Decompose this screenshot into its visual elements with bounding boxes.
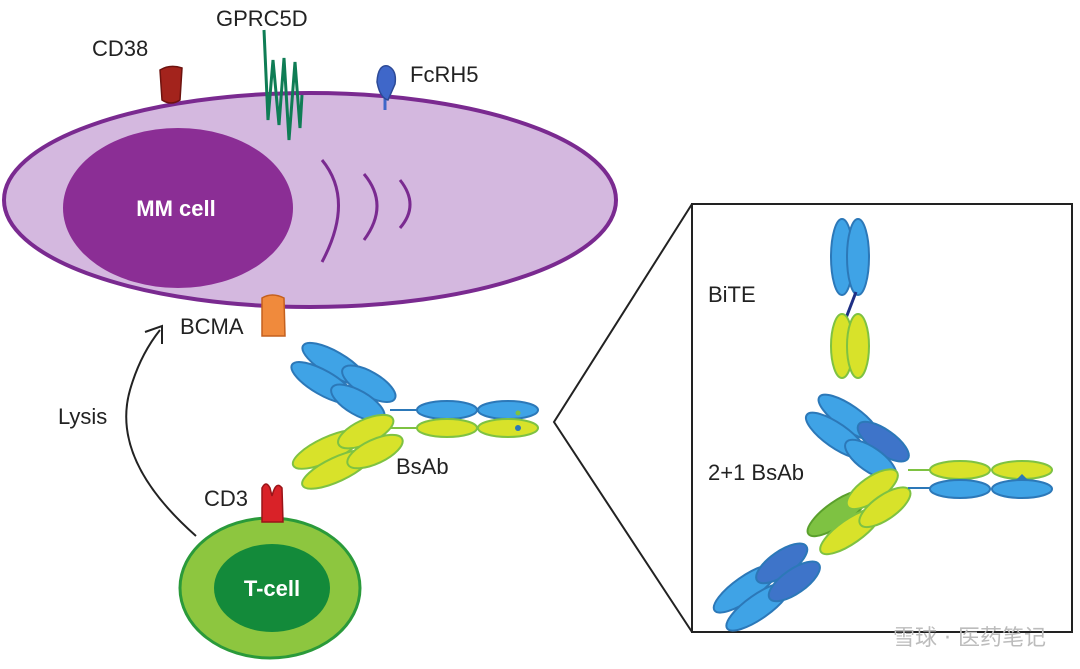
t-cell-label: T-cell — [244, 576, 300, 601]
golgi-arc-3 — [398, 179, 412, 229]
cd3-receptor — [261, 483, 284, 523]
watermark: 雪球 · 医药笔记 — [893, 626, 1046, 651]
inset-panel: BiTE — [691, 203, 1073, 633]
bite-label: BiTE — [708, 282, 756, 307]
gprc5d-receptor — [262, 29, 304, 141]
t-cell: T-cell — [178, 516, 362, 660]
lysis-label: Lysis — [58, 404, 107, 429]
mm-cell: MM cell — [2, 91, 618, 309]
bsab-2plus1-label: 2+1 BsAb — [708, 460, 804, 485]
fcrh5-receptor — [376, 65, 397, 110]
inset-zoom-lines — [552, 203, 693, 633]
bsab-molecule — [290, 341, 539, 490]
bsab-label: BsAb — [396, 454, 449, 479]
fcrh5-shape — [376, 65, 397, 101]
bcma-label: BCMA — [180, 314, 244, 339]
gprc5d-shape — [262, 29, 304, 141]
cd38-receptor — [159, 65, 183, 104]
cd3-shape — [261, 483, 284, 523]
mm-cell-label: MM cell — [136, 196, 215, 221]
bcma-receptor — [261, 294, 286, 337]
golgi-arc-1 — [320, 159, 340, 263]
inset-frame — [691, 203, 1073, 633]
gprc5d-label: GPRC5D — [216, 6, 308, 31]
lysis-arrow — [125, 329, 197, 537]
fcrh5-label: FcRH5 — [410, 62, 478, 87]
golgi-arc-2 — [362, 173, 379, 241]
bite-molecule — [830, 218, 870, 379]
lysis-arrowhead — [144, 324, 163, 344]
cd38-shape — [159, 65, 183, 104]
cd38-label: CD38 — [92, 36, 148, 61]
bcma-shape — [261, 294, 286, 337]
cd3-label: CD3 — [204, 486, 248, 511]
t-cell-nucleus — [214, 544, 330, 632]
mm-cell-nucleus — [63, 128, 293, 288]
bsab-2plus1-molecule — [712, 393, 1053, 632]
